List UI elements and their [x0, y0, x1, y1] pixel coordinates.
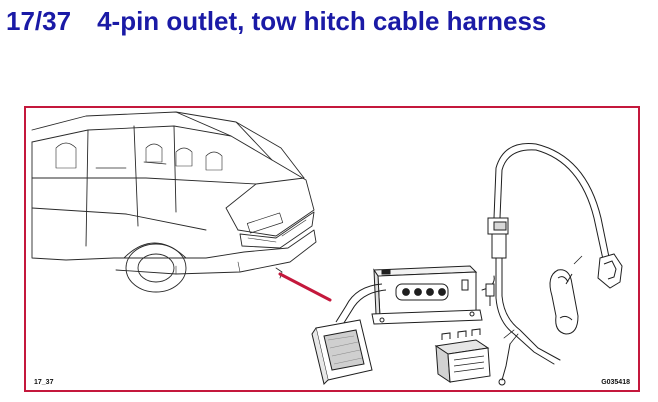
- connector-block: [434, 328, 491, 383]
- car-rear-view: [31, 111, 317, 293]
- figure-frame: 17_37 G035418: [24, 106, 640, 392]
- rubber-grommet: [549, 255, 583, 335]
- wire-plug: [485, 283, 495, 306]
- figure-label-right: G035418: [601, 379, 630, 386]
- page-title-text: 4-pin outlet, tow hitch cable harness: [97, 6, 547, 36]
- outlet-lead: [335, 283, 387, 327]
- harness-cable: [481, 143, 611, 386]
- four-pin-outlet: [371, 265, 483, 325]
- figure-label-left: 17_37: [34, 379, 54, 386]
- outlet-connector-pad: [311, 319, 373, 385]
- harness-connector: [487, 217, 623, 289]
- harness-illustration: [31, 111, 623, 386]
- pointer-arrow: [278, 272, 332, 302]
- page-title: 17/37 4-pin outlet, tow hitch cable harne…: [6, 4, 546, 38]
- page-title-number: 17/37: [6, 6, 72, 36]
